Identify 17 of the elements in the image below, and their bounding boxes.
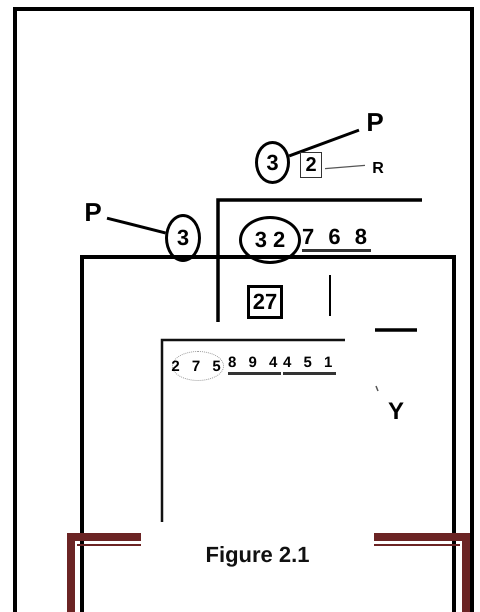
- leader-line: [324, 164, 366, 170]
- figure-caption: Figure 2.1: [204, 542, 310, 568]
- underlined-digits: 7 6 8: [302, 225, 371, 252]
- letter-label: P: [362, 108, 388, 136]
- boxed-digit: 2: [300, 152, 322, 178]
- circled-digit: 3: [165, 214, 201, 262]
- letter-label: Y: [388, 398, 404, 426]
- underlined-digits: 4 5 1: [283, 355, 336, 374]
- dotted-ellipse: 2 7 5: [172, 351, 224, 381]
- leader-line: [288, 128, 360, 158]
- circled-digit: 3: [255, 141, 290, 184]
- letter-label: R: [368, 158, 388, 180]
- letter-label: P: [82, 198, 104, 226]
- circled-digit: 3 2: [239, 216, 301, 264]
- underlined-digits: 8 9 4: [228, 355, 282, 374]
- boxed-number: 27: [247, 285, 283, 319]
- leader-line: [106, 216, 166, 234]
